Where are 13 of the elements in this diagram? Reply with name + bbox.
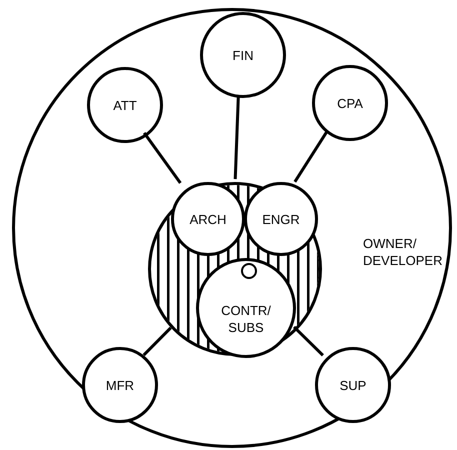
connector-line xyxy=(143,132,182,184)
node-label: OWNER/ DEVELOPER xyxy=(363,235,444,269)
node-label: MFR xyxy=(106,376,134,394)
connector-line xyxy=(142,326,172,356)
hatched-circle xyxy=(148,182,322,356)
node-label: ATT xyxy=(113,96,137,114)
connector-line xyxy=(294,131,328,183)
node-label: FIN xyxy=(232,46,254,64)
node-label: ENGR xyxy=(262,210,300,228)
node-label: CPA xyxy=(337,94,363,112)
node-label: ARCH xyxy=(190,210,226,228)
node-label: CONTR/ SUBS xyxy=(220,302,272,336)
node-label: SUP xyxy=(340,376,366,394)
